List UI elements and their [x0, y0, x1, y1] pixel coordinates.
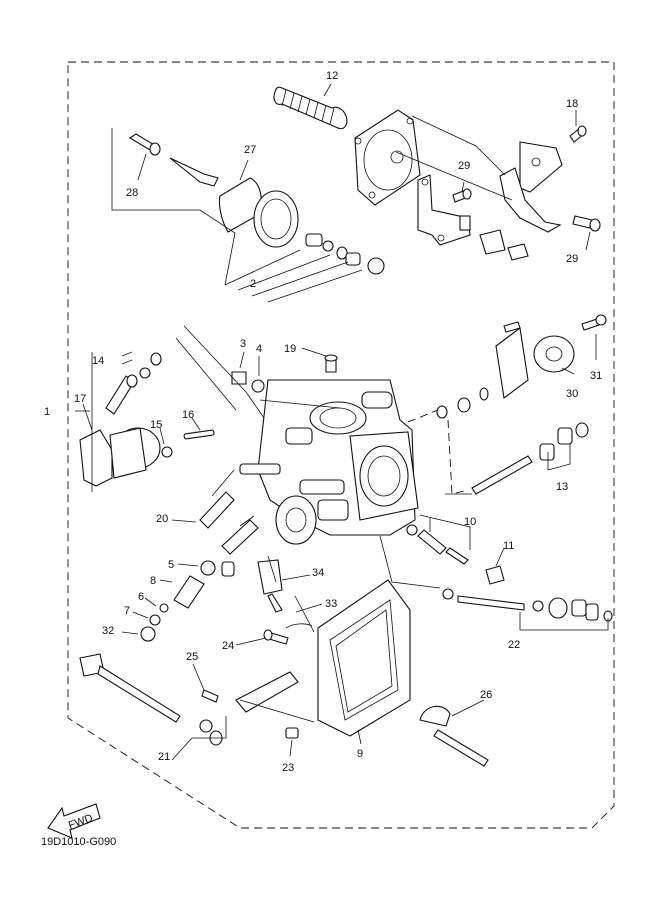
- label-9: 9: [357, 748, 363, 760]
- screw-part-29b: [572, 215, 601, 232]
- label-25: 25: [186, 651, 198, 663]
- label-4: 4: [256, 343, 262, 355]
- cable-bracket: [479, 141, 563, 261]
- needle-jet-kit: [305, 233, 385, 275]
- label-16: 16: [182, 409, 194, 421]
- label-14: 14: [92, 355, 104, 367]
- label-32: 32: [102, 625, 114, 637]
- piston-part-27: [218, 177, 299, 248]
- gasket-part-33: [285, 623, 313, 629]
- screw-part-15: [161, 446, 173, 458]
- screw-part-18: [569, 125, 587, 143]
- shaft-part-22: [442, 588, 613, 622]
- label-17: 17: [74, 393, 86, 405]
- fwd-arrow-icon: FWD: [47, 803, 101, 839]
- label-10: 10: [464, 516, 476, 528]
- label-26: 26: [480, 689, 492, 701]
- valve-part-34: [257, 559, 283, 613]
- label-1: 1: [44, 406, 50, 418]
- jet-part-8: [173, 575, 205, 609]
- leader-lines: [75, 83, 609, 761]
- oring-part-6: [159, 603, 169, 613]
- label-34: 34: [312, 567, 324, 579]
- oring-part-32: [140, 626, 156, 642]
- screw-part-23: [285, 727, 299, 739]
- label-19: 19: [284, 343, 296, 355]
- label-18: 18: [566, 98, 578, 110]
- label-33: 33: [325, 598, 337, 610]
- screw-part-24: [263, 629, 289, 645]
- choke-lever-part-17: [79, 427, 161, 487]
- label-27: 27: [244, 144, 256, 156]
- screw-part-3: [231, 371, 247, 385]
- label-22: 22: [508, 639, 520, 651]
- label-31: 31: [590, 370, 602, 382]
- group-2-bracket: [111, 128, 363, 303]
- throttle-shaft-part-21: [79, 653, 223, 746]
- pilot-screw-part-10: [406, 524, 469, 565]
- plunger-part-14: [105, 352, 162, 415]
- screw-upper-small: [503, 321, 521, 333]
- label-30: 30: [566, 388, 578, 400]
- label-15: 15: [150, 419, 162, 431]
- label-13: 13: [556, 481, 568, 493]
- plug-part-11: [485, 565, 505, 585]
- seals-upper-right: [436, 387, 489, 419]
- throttle-bracket: [417, 174, 471, 246]
- washer-part-5: [200, 560, 216, 576]
- label-8: 8: [150, 575, 156, 587]
- shaft-part-13: [471, 422, 589, 495]
- label-29a: 29: [458, 160, 470, 172]
- diagram-code: 19D1010-G090: [41, 836, 117, 848]
- screw-part-31: [581, 314, 607, 331]
- label-5: 5: [168, 559, 174, 571]
- assembly-boundary: [67, 61, 615, 829]
- drain-pipe-part-26: [419, 705, 489, 767]
- screw-part-7: [149, 614, 161, 626]
- label-7: 7: [124, 605, 130, 617]
- label-11: 11: [503, 540, 514, 552]
- label-28: 28: [126, 187, 138, 199]
- part-labels: 1 2 3 4 5 6 7 8 9 10 11 12 13 14 15 16 1…: [44, 70, 602, 774]
- label-3: 3: [240, 338, 246, 350]
- label-24: 24: [222, 640, 234, 652]
- jet-part-20: [199, 491, 235, 529]
- label-21: 21: [158, 751, 170, 763]
- small-jet: [221, 561, 235, 577]
- float-bowl-part-9: [317, 579, 411, 737]
- pulley-part-30: [495, 327, 575, 399]
- carburetor-body: [239, 379, 419, 545]
- jet-holder: [221, 519, 259, 555]
- label-2: 2: [250, 278, 256, 290]
- diaphragm-cover: [354, 109, 421, 206]
- jet-needle: [169, 157, 219, 187]
- label-23: 23: [282, 762, 294, 774]
- label-6: 6: [138, 591, 144, 603]
- label-29b: 29: [566, 253, 578, 265]
- oring-part-4: [251, 379, 265, 393]
- label-20: 20: [156, 513, 168, 525]
- label-12: 12: [326, 70, 338, 82]
- spring-part-12: [273, 86, 348, 130]
- bracket-part-25: [201, 671, 299, 713]
- rod-part-28: [128, 133, 161, 156]
- pin-part-16: [183, 429, 215, 440]
- screw-part-19: [324, 354, 338, 373]
